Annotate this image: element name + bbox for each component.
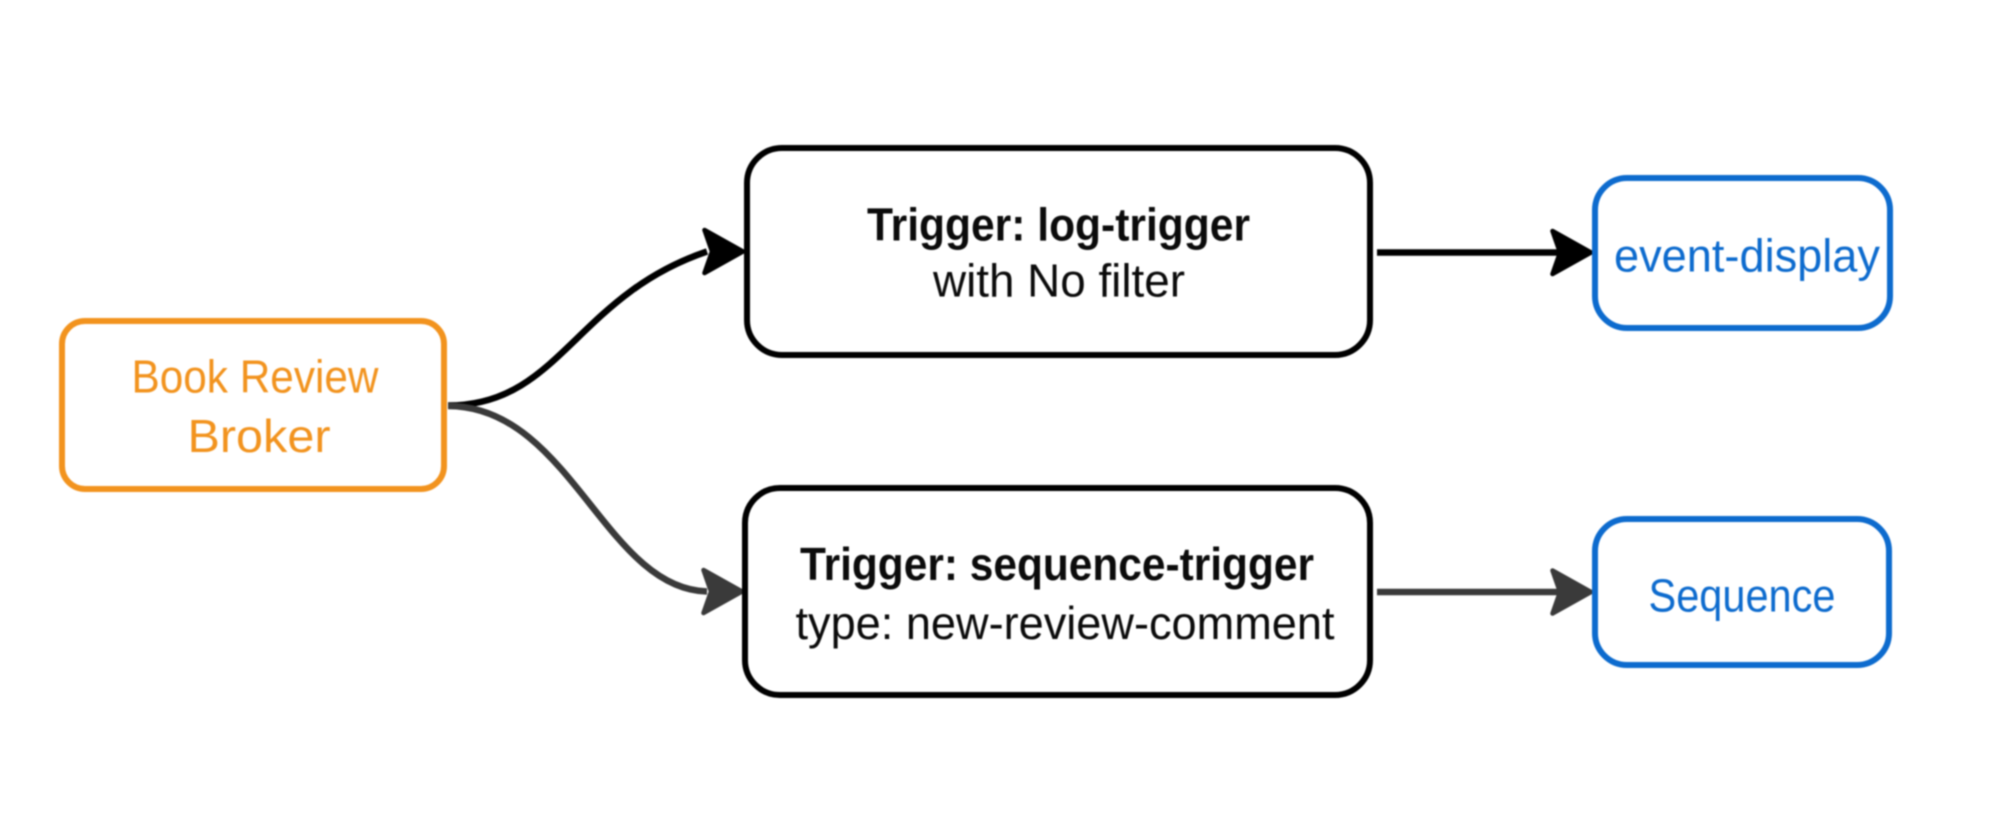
svg-text:with No filter: with No filter [932, 255, 1185, 307]
svg-text:type: new-review-comment: type: new-review-comment [796, 597, 1335, 649]
svg-text:Trigger: sequence-trigger: Trigger: sequence-trigger [800, 538, 1314, 590]
svg-text:Broker: Broker [188, 410, 331, 462]
svg-text:Sequence: Sequence [1649, 570, 1836, 622]
svg-text:Book Review: Book Review [132, 351, 380, 403]
svg-text:Trigger: log-trigger: Trigger: log-trigger [867, 199, 1250, 251]
svg-text:event-display: event-display [1614, 230, 1880, 282]
